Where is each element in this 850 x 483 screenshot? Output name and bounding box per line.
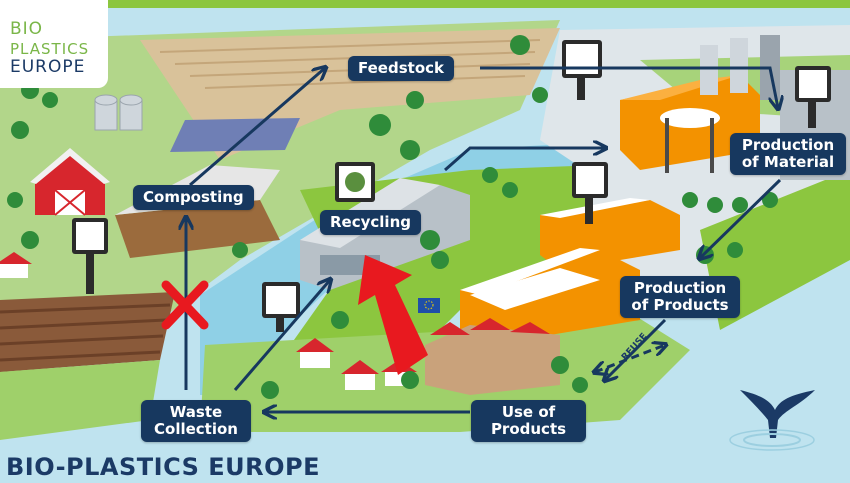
flow-arrows: [186, 68, 780, 412]
arrow-material-to-products: [700, 178, 782, 258]
arrow-recycling-to-factory: [444, 148, 605, 172]
arrow-composting-to-feedstock: [189, 68, 325, 187]
label-production-products: Production of Products: [620, 276, 740, 318]
product-factories: [460, 198, 680, 345]
logo: BIO PLASTICS EUROPE: [0, 0, 108, 88]
logo-line-3: EUROPE: [10, 57, 86, 77]
whale-tail: [729, 390, 815, 451]
arrow-feedstock-to-material: [480, 66, 778, 108]
trees: [7, 35, 778, 399]
label-use-products: Use of Products: [471, 400, 586, 442]
eu-flag: [418, 298, 440, 313]
silos: [94, 94, 143, 131]
barn: [30, 148, 110, 216]
top-strip: [0, 0, 850, 8]
label-composting: Composting: [133, 185, 254, 210]
label-recycling: Recycling: [320, 210, 421, 235]
arrow-waste-to-recycling: [233, 280, 330, 391]
label-feedstock: Feedstock: [348, 56, 454, 81]
apartment-block: [425, 318, 560, 395]
label-waste-collection: Waste Collection: [141, 400, 251, 442]
houses: [0, 252, 417, 390]
label-production-material: Production of Material: [730, 133, 846, 175]
logo-line-1: BIO: [10, 19, 44, 39]
footer-title: BIO-PLASTICS EUROPE: [6, 453, 321, 481]
logo-line-2: PLASTICS: [10, 40, 90, 58]
cross-mark: [161, 280, 209, 330]
solar-panels: [170, 118, 300, 152]
field-furrow-lines: [0, 303, 171, 362]
shore-left: [0, 360, 160, 440]
highlight-arrow: [358, 255, 428, 375]
